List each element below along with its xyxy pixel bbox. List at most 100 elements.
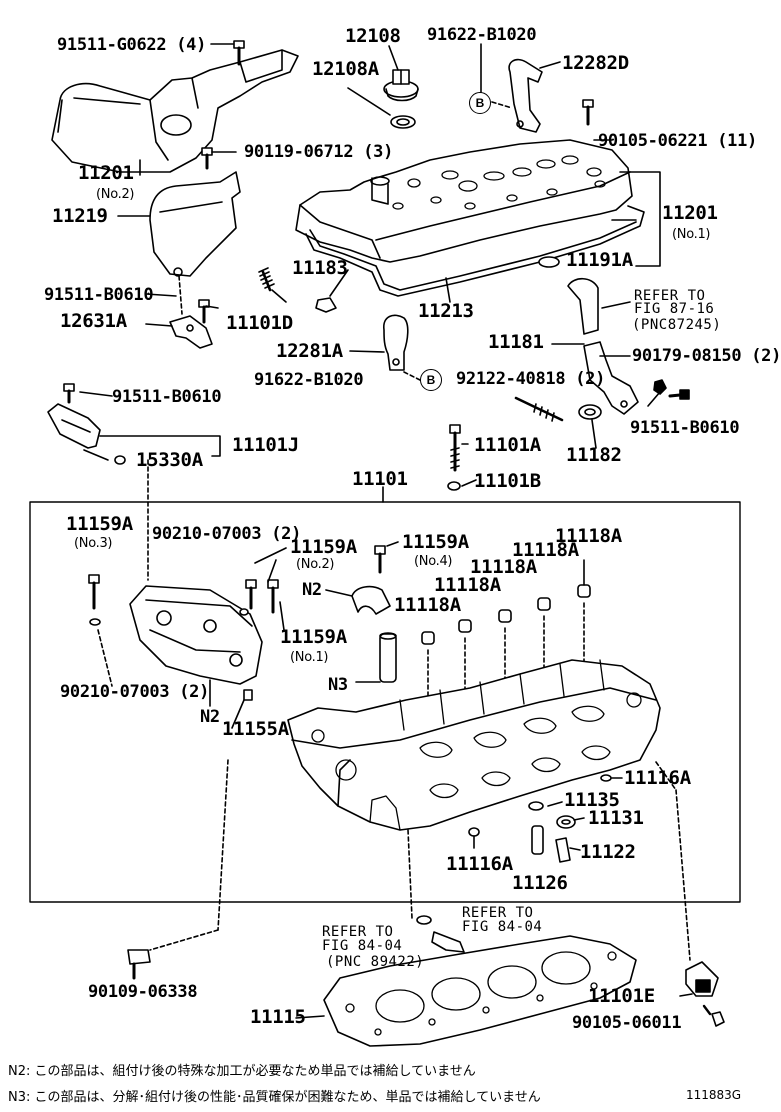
label-11135: 11135 <box>564 789 620 811</box>
label-n2-bot: N2 <box>200 707 220 727</box>
note-n3: N3: この部品は、分解･組付け後の性能･品質確保が困難なため、単品では補給して… <box>8 1090 541 1105</box>
label-11126: 11126 <box>512 872 568 894</box>
label-12631a: 12631A <box>60 310 127 332</box>
parts-diagram: 91511-G0622 (4) 12108 12108A 91622-B1020… <box>8 25 781 1105</box>
label-91511-b0610-b: 91511-B0610 <box>112 387 222 407</box>
plug-11116a-b <box>468 827 480 837</box>
bolt-90105-06221 <box>582 99 594 126</box>
engine-hanger-12281a <box>383 314 409 371</box>
seal-11131 <box>556 815 576 829</box>
label-11159a-no4: 11159A <box>402 531 469 553</box>
bolt-11159a-no4 <box>374 545 386 574</box>
label-90105-06011: 90105-06011 <box>572 1013 682 1033</box>
label-11159a-no2-sub: (No.2) <box>296 557 335 572</box>
bolt-11159a-no3 <box>88 574 100 610</box>
ref-fig84b-line1: REFER TO <box>462 905 534 921</box>
o-ring-15330a <box>114 455 126 465</box>
label-91511-b0610-a: 91511-B0610 <box>44 285 154 305</box>
label-11201-no1: 11201 <box>662 202 718 224</box>
sensor-11101e <box>685 961 719 997</box>
label-11122: 11122 <box>580 841 636 863</box>
plug-11118a-group <box>421 584 591 645</box>
label-11191a: 11191A <box>566 249 633 271</box>
label-11159a-no3: 11159A <box>66 513 133 535</box>
ref-fig87-line2: FIG 87-16 <box>634 301 715 317</box>
ref-fig87-line1: REFER TO <box>634 288 706 304</box>
stud-11101d <box>258 267 275 292</box>
washer-90210-a <box>89 618 101 626</box>
label-90119-06712: 90119-06712 (3) <box>244 142 394 162</box>
label-11201-no2-sub: (No.2) <box>96 187 135 202</box>
stud-92122 <box>514 396 564 422</box>
guide-n3 <box>379 632 397 683</box>
bolt-91511-b0610-c <box>668 389 690 400</box>
label-11101e: 11101E <box>588 985 655 1007</box>
timing-cover-11219 <box>149 171 241 277</box>
label-92122-40818: 92122-40818 (2) <box>456 369 606 389</box>
label-91622-b1020-mid: 91622-B1020 <box>254 370 364 390</box>
assembly-frame <box>29 501 741 903</box>
seal-11135 <box>528 801 544 811</box>
label-11159a-no3-sub: (No.3) <box>74 536 113 551</box>
head-cover-gasket <box>305 205 645 297</box>
label-11183: 11183 <box>292 257 348 279</box>
label-12282d: 12282D <box>562 52 629 74</box>
cylinder-head <box>287 659 661 831</box>
label-11118a-2: 11118A <box>512 539 579 561</box>
label-90105-06221: 90105-06221 (11) <box>598 131 757 151</box>
label-11101d: 11101D <box>226 312 293 334</box>
ref-fig84a-line3: (PNC 89422) <box>326 954 425 970</box>
washer-11101b <box>447 481 461 491</box>
label-11155a: 11155A <box>222 718 289 740</box>
engine-hanger-12282d <box>508 58 543 133</box>
label-91511-b0610-c: 91511-B0610 <box>630 418 740 438</box>
guide-11126 <box>531 825 544 855</box>
label-n3: N3 <box>328 675 348 695</box>
bolt-90119-06712 <box>201 147 213 170</box>
cap-gasket <box>390 115 416 129</box>
label-11219: 11219 <box>52 205 108 227</box>
stud-90109-06338 <box>127 949 151 980</box>
label-12108: 12108 <box>345 25 401 47</box>
plug-11183 <box>315 297 337 313</box>
ref-fig84a-line1: REFER TO <box>322 924 394 940</box>
label-11201-no1-sub: (No.1) <box>672 227 711 242</box>
bolt-11159a-no1 <box>267 579 279 614</box>
label-11118a-3: 11118A <box>470 556 537 578</box>
ventilation-hose <box>567 277 599 335</box>
diagram-artwork <box>29 40 741 1047</box>
oil-control-valve <box>47 383 101 449</box>
marker-b-mid: B <box>420 369 442 391</box>
plug-11116a-r <box>600 774 612 782</box>
oil-filler-cap <box>383 69 419 102</box>
nut-90179 <box>653 379 667 395</box>
label-n2-top: N2 <box>302 580 322 600</box>
label-11101: 11101 <box>352 468 408 490</box>
ref-fig84b-line2: FIG 84-04 <box>462 919 543 935</box>
figure-code: 111883G <box>686 1088 742 1102</box>
bolt-91511-g0622 <box>233 40 245 66</box>
label-15330a: 15330A <box>136 449 203 471</box>
oil-separator-11182 <box>583 341 639 415</box>
label-11159a-no1-sub: (No.1) <box>290 650 329 665</box>
label-90210-07003-top: 90210-07003 (2) <box>152 524 302 544</box>
head-gasket <box>323 935 637 1047</box>
label-11159a-no2: 11159A <box>290 536 357 558</box>
label-90109-06338: 90109-06338 <box>88 982 198 1002</box>
label-11115: 11115 <box>250 1006 306 1028</box>
stud-11101a <box>449 424 461 472</box>
label-11159a-no1: 11159A <box>280 626 347 648</box>
label-11101b: 11101B <box>474 470 541 492</box>
label-91622-b1020-top: 91622-B1020 <box>427 25 537 45</box>
head-cover-no1 <box>295 139 633 263</box>
label-11131: 11131 <box>588 807 644 829</box>
sensor-fig84 <box>416 915 465 953</box>
label-12281a: 12281A <box>276 340 343 362</box>
clamp-11182 <box>578 404 602 420</box>
label-12108a: 12108A <box>312 58 379 80</box>
label-11101j: 11101J <box>232 434 299 456</box>
bearing-cap-n2 <box>351 585 391 615</box>
label-11116a-right: 11116A <box>624 767 691 789</box>
ref-fig84a-line2: FIG 84-04 <box>322 938 403 954</box>
camshaft-housing-n2 <box>129 585 263 685</box>
